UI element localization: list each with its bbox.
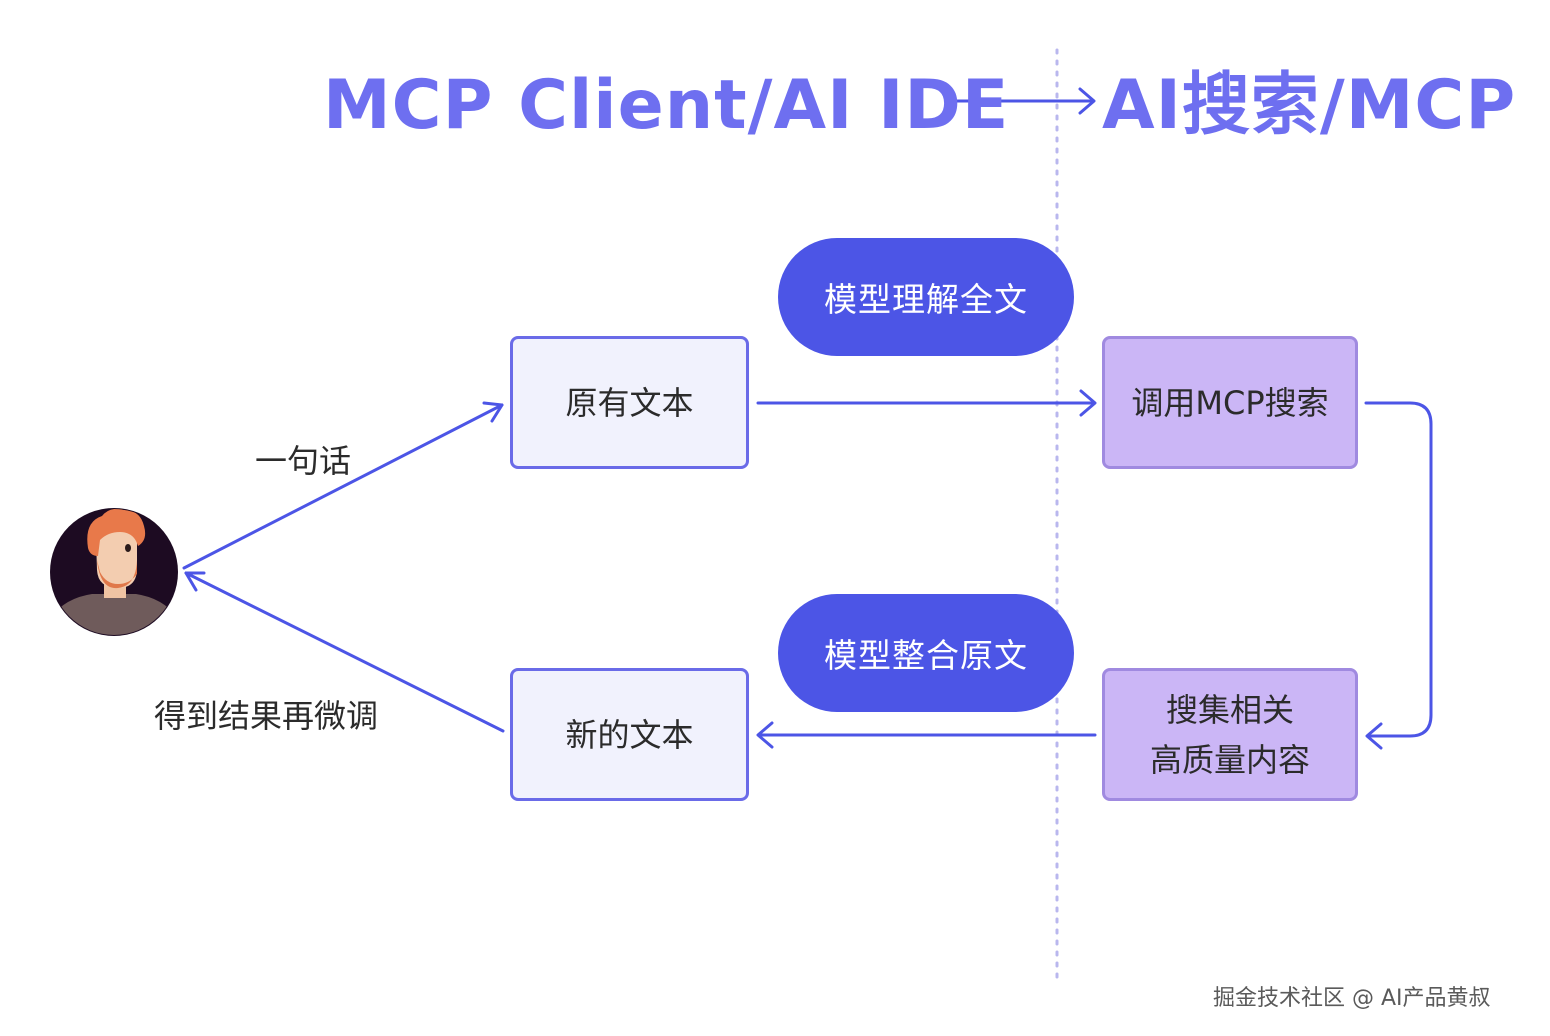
refine-label: 得到结果再微调 <box>154 697 379 735</box>
collect-content-box: 搜集相关 高质量内容 <box>1102 668 1358 801</box>
title-arrow <box>944 87 1096 115</box>
user-avatar <box>50 508 178 636</box>
one-sentence-label: 一句话 <box>255 442 352 480</box>
search-title: AI搜索/MCP <box>1102 66 1517 145</box>
client-title: MCP Client/AI IDE <box>323 66 1010 145</box>
collect-line2-label: 高质量内容 <box>1149 740 1310 779</box>
original-text-label: 原有文本 <box>565 383 694 422</box>
arrow-new-to-user <box>184 571 505 733</box>
pill-understand: 模型理解全文 <box>778 238 1074 356</box>
pill-integrate-label: 模型整合原文 <box>824 636 1028 675</box>
new-text-box: 新的文本 <box>510 668 749 801</box>
pill-understand-label: 模型理解全文 <box>824 280 1028 319</box>
new-text-label: 新的文本 <box>565 715 694 754</box>
arrow-user-to-original <box>182 401 504 570</box>
call-mcp-search-box: 调用MCP搜索 <box>1102 336 1358 469</box>
arrow-search-to-collect <box>1364 401 1433 750</box>
watermark-text: 掘金技术社区 @ AI产品黄叔 <box>1213 986 1491 1011</box>
collect-line1-label: 搜集相关 <box>1165 690 1294 729</box>
original-text-box: 原有文本 <box>510 336 749 469</box>
arrow-original-to-search <box>756 389 1097 417</box>
call-mcp-search-label: 调用MCP搜索 <box>1131 383 1329 422</box>
arrow-collect-to-new <box>756 721 1097 749</box>
pill-integrate: 模型整合原文 <box>778 594 1074 712</box>
